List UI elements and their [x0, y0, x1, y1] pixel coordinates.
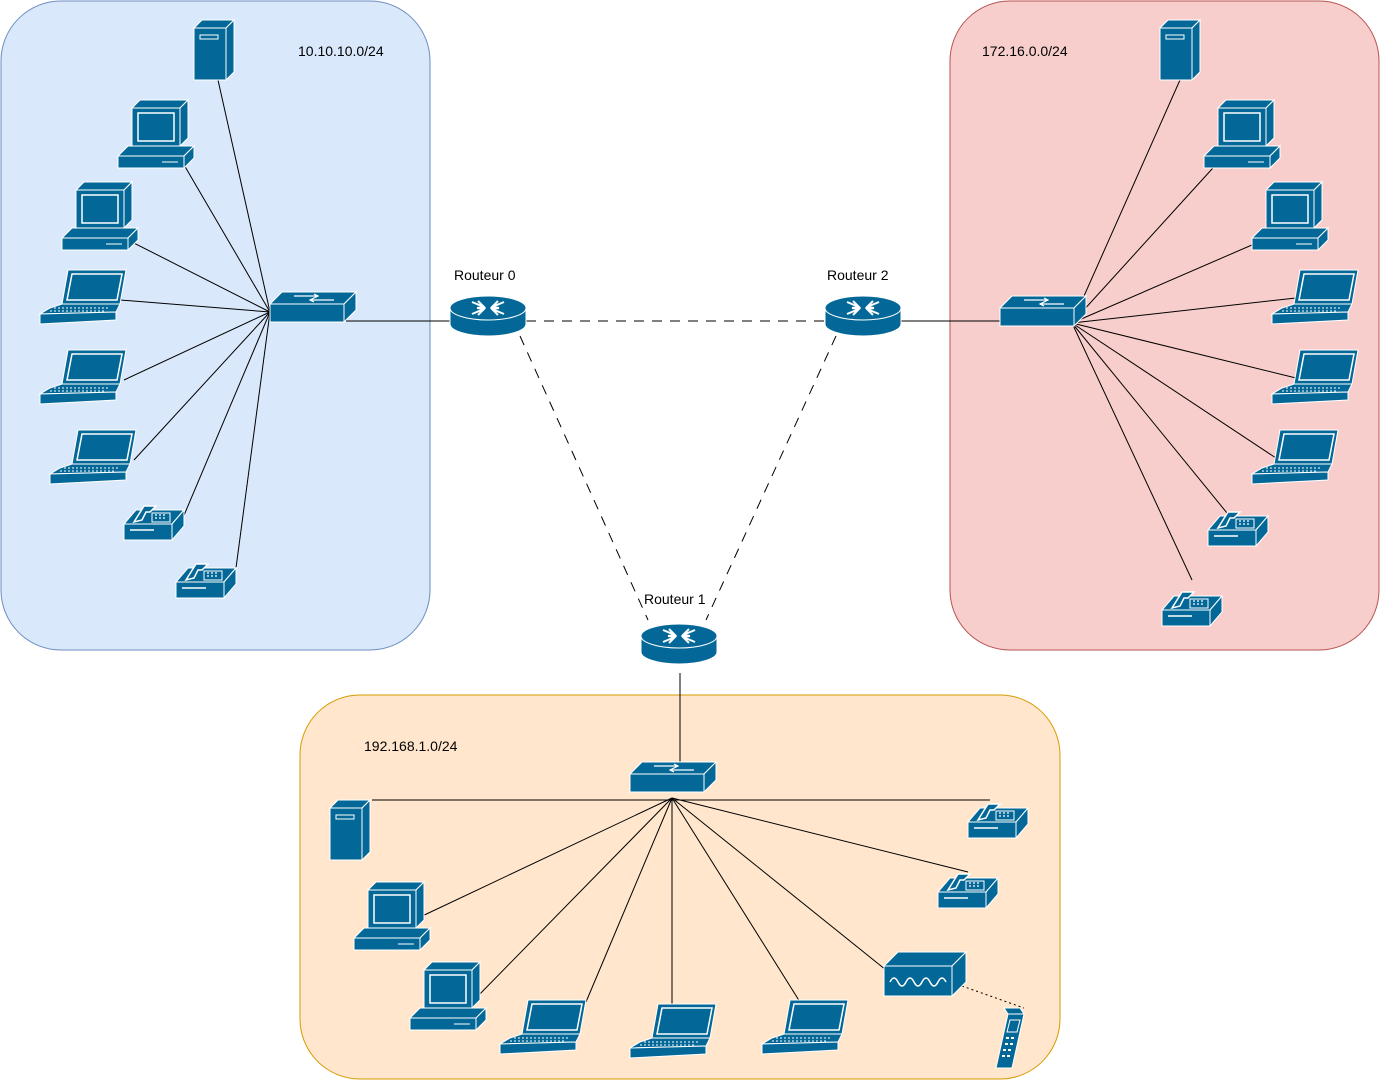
- server-icon[interactable]: [193, 19, 235, 81]
- switch-icon[interactable]: [999, 295, 1087, 327]
- router-2[interactable]: Routeur 2: [824, 267, 902, 337]
- router-0[interactable]: Routeur 0: [449, 267, 527, 337]
- switch-icon[interactable]: [269, 291, 357, 323]
- router-icon[interactable]: [824, 295, 902, 337]
- lan0-zone: 10.10.10.0/24: [0, 0, 431, 651]
- router-1-label: Routeur 1: [644, 591, 706, 607]
- lan1-links: [372, 673, 1025, 1009]
- router-1[interactable]: Routeur 1: [640, 591, 718, 665]
- lan1-subnet-label: 192.168.1.0/24: [364, 738, 458, 754]
- router-icon[interactable]: [640, 623, 718, 665]
- lan2-subnet-label: 172.16.0.0/24: [982, 43, 1068, 59]
- router-2-label: Routeur 2: [827, 267, 889, 283]
- server-icon[interactable]: [329, 799, 371, 861]
- switch-icon[interactable]: [629, 761, 717, 793]
- router-0-label: Routeur 0: [454, 267, 516, 283]
- lan2-links: [901, 79, 1297, 581]
- server-icon[interactable]: [1159, 19, 1201, 81]
- lan0-subnet-label: 10.10.10.0/24: [298, 43, 384, 59]
- router-icon[interactable]: [449, 295, 527, 337]
- lan0-links: [119, 79, 450, 569]
- access-point-icon[interactable]: [883, 951, 967, 997]
- wan-links: [519, 320, 837, 621]
